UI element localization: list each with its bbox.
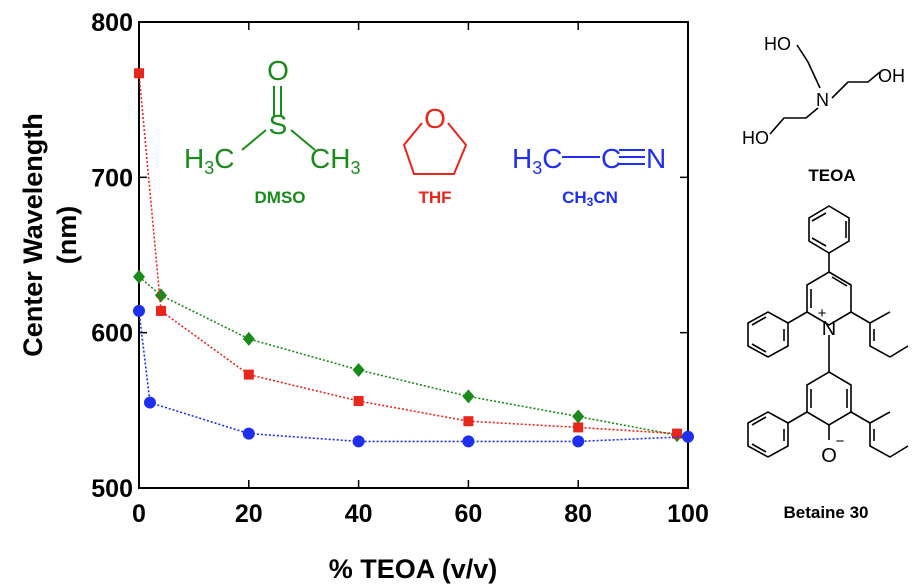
data-point-dmso [133, 269, 145, 284]
data-point-thf [463, 416, 474, 427]
thf-label: THF [418, 188, 451, 207]
data-point-dmso [154, 288, 167, 303]
data-point-thf [573, 422, 584, 433]
teoa-ho-top: HO [764, 34, 791, 54]
y-tick-label: 600 [91, 320, 133, 348]
data-point-dmso [242, 331, 255, 346]
y-axis-title: Center Wavelength (nm) [18, 113, 82, 357]
x-tick-label: 20 [235, 500, 263, 528]
data-point-thf [353, 396, 364, 407]
betaine-oxygen: O [821, 445, 837, 467]
y-axis-title-line2: (nm) [52, 206, 82, 264]
betaine-plus-charge: + [818, 305, 827, 322]
data-point-dmso [462, 389, 475, 404]
dmso-oxygen: O [267, 55, 289, 86]
y-tick-label: 500 [91, 475, 133, 503]
data-point-ch3cn [572, 435, 585, 448]
acetonitrile-nitrogen: N [646, 143, 666, 174]
dmso-ch3: CH3 [310, 143, 360, 178]
betaine-label: Betaine 30 [783, 503, 868, 522]
data-point-dmso [572, 409, 585, 424]
series-dmso [133, 269, 684, 443]
x-tick-label: 60 [454, 500, 482, 528]
betaine-minus-charge: − [836, 433, 845, 450]
axis-ticks [138, 21, 689, 489]
data-point-ch3cn [133, 304, 145, 317]
data-point-ch3cn [242, 427, 255, 440]
teoa-structure: HO OH N HO TEOA [742, 34, 905, 185]
acetonitrile-carbon: C [601, 143, 621, 174]
data-point-ch3cn [352, 435, 365, 448]
x-tick-label: 40 [345, 500, 373, 528]
y-axis-title-line1: Center Wavelength [18, 113, 48, 357]
thf-oxygen: O [424, 103, 446, 134]
y-tick-label: 800 [91, 9, 133, 37]
thf-structure: O THF [402, 103, 468, 207]
x-tick-label: 80 [564, 500, 592, 528]
y-tick-label: 700 [91, 164, 133, 192]
tick-labels: 0 20 40 60 80 100 500 600 700 800 [91, 9, 709, 528]
teoa-ho-bottom: HO [742, 128, 769, 148]
plot-frame [138, 21, 689, 489]
x-axis-title: % TEOA (v/v) [329, 554, 498, 584]
data-point-thf [243, 369, 254, 380]
data-point-dmso [352, 362, 365, 377]
dmso-structure: O S H3C CH3 DMSO [184, 55, 360, 207]
acetonitrile-h3c: H3C [512, 143, 562, 178]
data-point-ch3cn [682, 430, 694, 443]
x-tick-label: 0 [132, 500, 146, 528]
acetonitrile-label: CH3CN [562, 188, 618, 209]
series-thf [134, 68, 683, 439]
data-point-ch3cn [143, 396, 156, 409]
series-line-thf [138, 73, 678, 435]
data-point-thf [672, 428, 683, 439]
dmso-sulfur: S [269, 109, 288, 140]
betaine30-structure: N + O − Betaine 30 [747, 205, 909, 522]
data-point-thf [155, 305, 166, 316]
data-point-thf [134, 68, 144, 79]
x-tick-label: 100 [667, 500, 709, 528]
series-ch3cn [133, 304, 694, 448]
dmso-label: DMSO [255, 188, 306, 207]
data-point-ch3cn [462, 435, 475, 448]
betaine-nitrogen: N [822, 318, 836, 340]
series-layer [133, 68, 694, 448]
series-line-dmso [138, 276, 678, 436]
dmso-h3c: H3C [184, 143, 234, 178]
acetonitrile-structure: H3C C N CH3CN [512, 143, 666, 209]
teoa-label: TEOA [808, 166, 855, 185]
teoa-nitrogen: N [816, 90, 829, 110]
teoa-oh-right: OH [878, 66, 905, 86]
